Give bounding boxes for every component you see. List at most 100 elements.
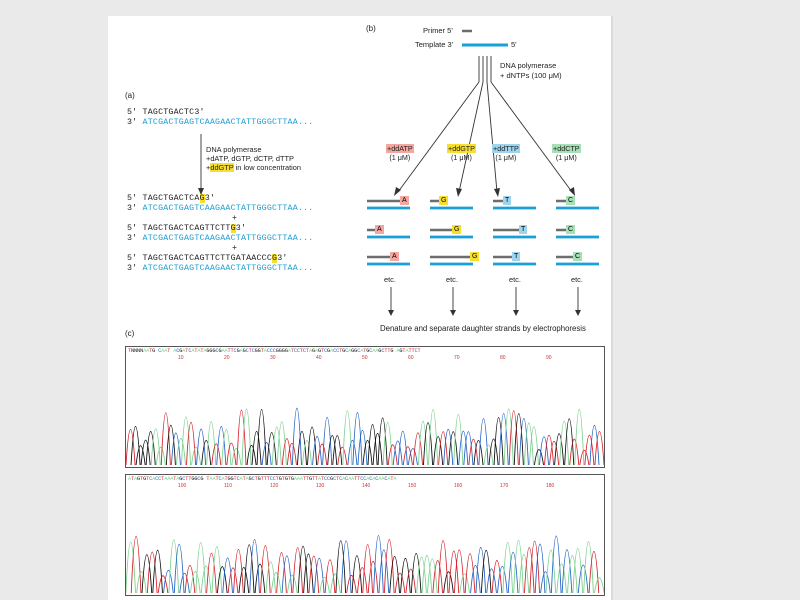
plus-sign: + [232,244,238,253]
trace-position-number: 140 [362,483,371,489]
trace-peak [392,440,403,466]
label-c: (c) [125,329,135,338]
trace-base: A [351,476,355,482]
template-label: Template 3' [415,40,454,49]
trace-base: G [194,476,198,482]
trace-base: A [360,348,364,354]
terminator-name: +ddGTP [447,144,476,153]
trace-peak [152,550,163,594]
column-ddCTP [556,199,599,266]
trace-peak [179,572,190,594]
trace-base: C [324,348,328,354]
trace-base: A [308,348,312,354]
trace-peak [297,545,309,594]
trace-peak [236,410,247,466]
terminator-conc: (1 μM) [555,153,577,162]
trace-peak [196,428,207,466]
trace-peak [389,556,400,594]
reaction-note: DNA polymerase +dATP, dGTP, dCTP, dTTP +… [206,145,301,172]
note-ddgtp: ddGTP [210,163,234,172]
terminal-base-c-3: C [573,252,583,261]
trace-base: C [269,348,273,354]
trace-peak [276,421,287,466]
trace-peak [577,564,589,594]
trace-peak [160,412,171,466]
trace-base: T [224,476,228,482]
trace-base: A [366,476,370,482]
terminal-base-t-3: T [512,252,521,261]
strand-seq: ATCGACTGAGTCAAGAACTATTGGGCTTAA... [142,234,314,243]
trace-peaks [126,408,604,466]
trace-base: G [281,348,285,354]
trace-peak [545,549,557,594]
trace-base: G [284,348,288,354]
trace-base: C [188,348,192,354]
strand-prefix: 3' [127,204,143,213]
trace-peak [549,441,560,466]
trace-peak [491,560,503,594]
trace-base: A [170,476,174,482]
etc-label: etc. [571,275,583,284]
trace-peak [221,429,232,466]
trace-peak [184,565,196,594]
etc-label: etc. [446,275,458,284]
denature-text: Denature and separate daughter strands b… [380,324,586,333]
terminal-base-a-3: A [390,252,399,261]
trace-base: C [266,348,270,354]
trace-base: C [269,476,273,482]
trace-peak [173,543,185,594]
trace-position-number: 10 [178,355,184,361]
trace-peak [502,542,514,594]
trace-base: G [137,476,141,482]
trace-base: C [369,348,373,354]
trace-peak [216,566,228,594]
trace-peak [569,438,580,466]
trace-position-number: 40 [316,355,322,361]
product-terminal-g: G [199,194,205,203]
trace-base: G [275,348,279,354]
trace-base: C [272,348,276,354]
trace-base: T [384,348,388,354]
terminator-conc: (1 μM) [389,153,411,162]
trace-base: A [203,348,207,354]
trace-peak [335,540,347,594]
trace-base: G [317,348,321,354]
trace-peak [324,559,336,594]
trace-peak [141,554,153,594]
trace-peak [583,541,594,594]
label-a: (a) [125,91,135,100]
trace-base: T [305,476,309,482]
trace-peak [337,446,348,466]
note-line-3: +ddGTP in low concentration [206,163,301,172]
trace-sequence: ATAGTGTCACCTAAATAGCTTGGCG TAATCATGGTCATA… [128,476,396,482]
trace-peak [438,431,449,466]
trace-peak [362,544,373,594]
trace-base: A [176,476,180,482]
trace-base: A [167,476,171,482]
trace-base: T [411,348,415,354]
terminal-base-g-2: G [452,225,462,234]
trace-base: T [263,476,267,482]
trace-base: G [227,476,231,482]
enzyme-label: DNA polymerase [500,61,557,70]
trace-peak [508,410,519,466]
trace-peak [303,553,314,594]
trace-peak [286,574,298,594]
down-arrows [390,287,579,312]
trace-peak [342,410,353,466]
trace-peak [181,416,191,466]
trace-peak [254,563,266,594]
trace-base: T [260,476,264,482]
trace-peak [340,540,352,594]
trace-base: T [161,476,165,482]
panel-a-arrowhead [198,188,204,195]
trace-peak [382,422,393,466]
trace-base: G [212,348,216,354]
terminal-base-g-3: G [470,252,480,261]
product-1: 5' TAGCTGACTCAG3' [127,194,215,203]
strand-seq: ATCGACTGAGTCAAGAACTATTGGGCTTAA... [142,264,314,273]
trace-base: C [324,476,328,482]
trace-base: G [242,348,246,354]
trace-peak [421,555,433,594]
trace-peak [168,539,180,594]
